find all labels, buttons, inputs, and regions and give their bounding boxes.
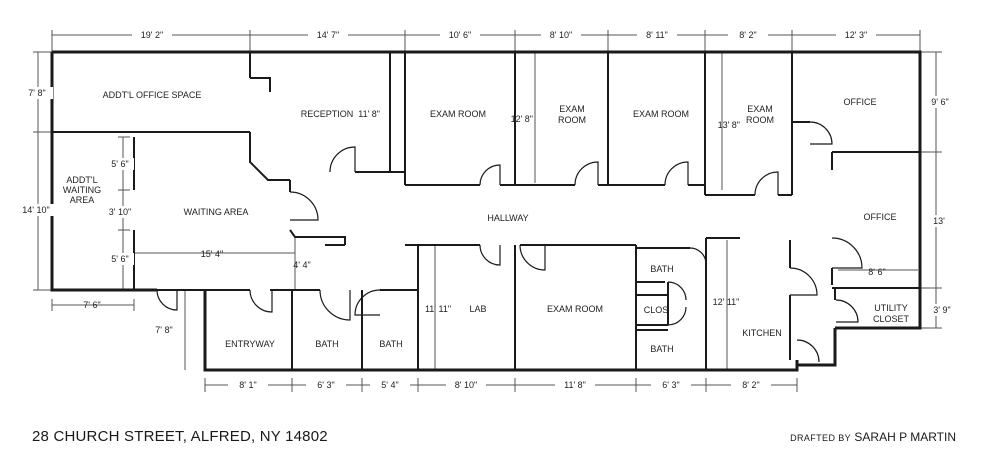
room-hallway: HALLWAY xyxy=(487,213,528,223)
room-utility-line1: UTILITY xyxy=(874,303,908,313)
room-office-1: OFFICE xyxy=(844,97,877,107)
dim-bottom-1: 8' 1" xyxy=(239,380,256,390)
dim-waiting-step: 4' 4" xyxy=(293,260,310,270)
dim-left-2: 14' 10" xyxy=(22,205,49,215)
room-bath-top: BATH xyxy=(650,264,673,274)
dim-reception-height: 11' 8" xyxy=(358,109,380,119)
room-exam-1: EXAM ROOM xyxy=(430,109,486,119)
dimension-labels: 19' 2" 14' 7" 10' 6" 8' 10" 8' 11" 8' 2"… xyxy=(20,29,956,391)
dim-exam4-height: 13' 8" xyxy=(718,120,740,130)
room-waiting: WAITING AREA xyxy=(184,207,249,217)
dim-lab-height: 11' 11" xyxy=(425,304,451,314)
dim-left-inner-3: 5' 6" xyxy=(111,254,128,264)
interior-walls xyxy=(52,52,920,370)
dim-top-7: 12' 3" xyxy=(845,30,867,40)
room-entryway: ENTRYWAY xyxy=(225,339,275,349)
drafter-name: SARAH P MARTIN xyxy=(854,430,956,444)
dim-bottom-7: 8' 2" xyxy=(742,380,759,390)
room-reception: RECEPTION xyxy=(301,109,354,119)
room-exam-2-line2: ROOM xyxy=(558,115,586,125)
room-bath-1: BATH xyxy=(315,339,338,349)
dim-left-1: 7' 8" xyxy=(28,88,45,98)
dim-left-inner-1: 5' 6" xyxy=(111,159,128,169)
floor-plan: ADDT'L OFFICE SPACE RECEPTION EXAM ROOM … xyxy=(20,29,956,392)
room-addtl-waiting-line1: ADDT'L xyxy=(66,175,97,185)
property-address: 28 CHURCH STREET, ALFRED, NY 14802 xyxy=(32,428,328,445)
dim-bottom-2: 6' 3" xyxy=(317,380,334,390)
room-exam-5: EXAM ROOM xyxy=(547,304,603,314)
room-exam-3: EXAM ROOM xyxy=(633,109,689,119)
dim-bottom-3: 5' 4" xyxy=(381,380,398,390)
room-bath-2: BATH xyxy=(379,339,402,349)
dim-entry-height: 7' 8" xyxy=(155,325,172,335)
dim-left-inner-2: 3' 10" xyxy=(109,207,131,217)
dim-kitchen-height: 12' 11" xyxy=(713,297,740,307)
room-addtl-office: ADDT'L OFFICE SPACE xyxy=(103,90,202,100)
dim-top-2: 14' 7" xyxy=(317,30,339,40)
dim-office2-width: 8' 6" xyxy=(868,267,885,277)
room-addtl-waiting-line2: WAITING xyxy=(63,185,101,195)
room-kitchen: KITCHEN xyxy=(742,328,782,338)
room-closet: CLOS xyxy=(644,305,669,315)
room-utility-line2: CLOSET xyxy=(873,314,910,324)
dim-top-1: 19' 2" xyxy=(141,30,163,40)
dim-waiting-width: 15' 4" xyxy=(201,249,223,259)
dim-top-3: 10' 6" xyxy=(449,30,471,40)
dim-bottom-4: 8' 10" xyxy=(455,380,477,390)
room-labels: ADDT'L OFFICE SPACE RECEPTION EXAM ROOM … xyxy=(63,90,910,354)
dim-bottom-6: 6' 3" xyxy=(662,380,679,390)
dim-right-3: 3' 9" xyxy=(933,305,950,315)
dim-top-6: 8' 2" xyxy=(739,30,756,40)
dim-bottom-5: 11' 8" xyxy=(564,380,586,390)
room-addtl-waiting-line3: AREA xyxy=(70,195,95,205)
room-exam-2-line1: EXAM xyxy=(559,104,585,114)
drafted-by-label: DRAFTED BY xyxy=(790,433,852,443)
dim-top-4: 8' 10" xyxy=(550,30,572,40)
dimension-lines xyxy=(33,30,942,392)
dim-left-bottom: 7' 6" xyxy=(83,300,100,310)
room-office-2: OFFICE xyxy=(864,212,897,222)
dim-right-1: 9' 6" xyxy=(931,97,948,107)
dim-top-5: 8' 11" xyxy=(646,30,668,40)
room-lab: LAB xyxy=(469,304,486,314)
dim-right-2: 13' xyxy=(933,216,945,226)
door-swings xyxy=(156,121,863,363)
dim-exam2-height: 12' 8" xyxy=(511,114,533,124)
room-bath-low: BATH xyxy=(650,344,673,354)
drafter-credit: DRAFTED BY SARAH P MARTIN xyxy=(790,430,956,444)
room-exam-4-line2: ROOM xyxy=(746,115,774,125)
room-exam-4-line1: EXAM xyxy=(747,104,773,114)
